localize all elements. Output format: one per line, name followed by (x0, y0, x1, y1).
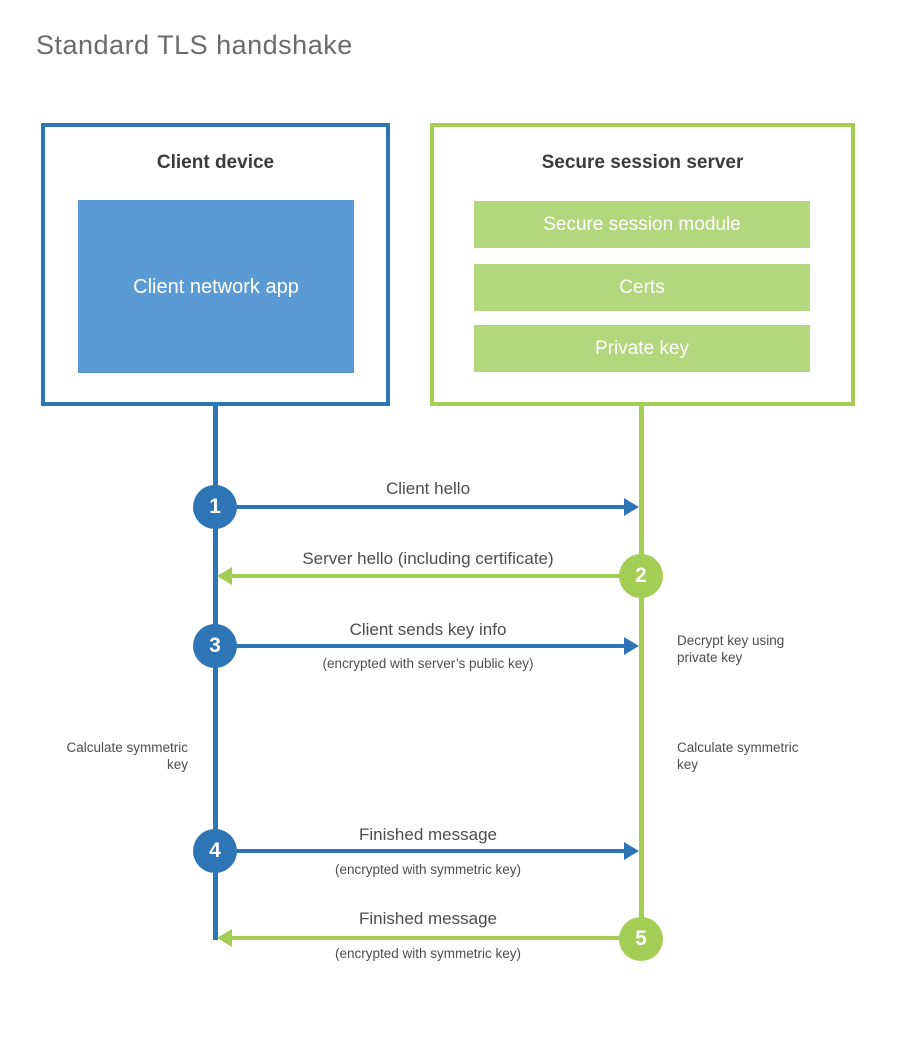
step-3-arrowhead-icon (624, 637, 639, 655)
step-4-arrow (215, 849, 624, 853)
page-title: Standard TLS handshake (36, 30, 353, 60)
client-lifeline (213, 405, 218, 940)
secure-session-server-title: Secure session server (541, 152, 744, 173)
step-4-label: Finished message (359, 825, 497, 844)
server-module-private-key: Private key (474, 325, 810, 372)
client-device-title: Client device (156, 152, 275, 173)
step-4-arrowhead-icon (624, 842, 639, 860)
step-circle-4: 4 (193, 829, 237, 873)
step-5-sublabel: (encrypted with symmetric key) (334, 946, 522, 961)
step-1-arrowhead-icon (624, 498, 639, 516)
step-5-label: Finished message (359, 909, 497, 928)
client-network-app-box: Client network app (78, 200, 354, 373)
calculate-symmetric-key-note-server: Calculate symmetric key (677, 740, 799, 773)
private-key-label: Private key (595, 337, 689, 359)
step-circle-1: 1 (193, 485, 237, 529)
step-2-arrow (232, 574, 641, 578)
step-5-arrowhead-icon (217, 929, 232, 947)
decrypt-key-note: Decrypt key using private key (677, 633, 785, 666)
client-network-app-label: Client network app (133, 275, 299, 298)
step-circle-5: 5 (619, 917, 663, 961)
step-3-label: Client sends key info (349, 620, 507, 639)
step-1-arrow (215, 505, 624, 509)
step-2-arrowhead-icon (217, 567, 232, 585)
server-lifeline (639, 405, 644, 942)
calculate-symmetric-key-note-client: Calculate symmetric key (66, 740, 188, 773)
step-5-arrow (232, 936, 641, 940)
step-3-sublabel: (encrypted with server’s public key) (322, 656, 534, 671)
step-2-label: Server hello (including certificate) (302, 549, 554, 568)
server-module-certs: Certs (474, 264, 810, 311)
step-1-label: Client hello (385, 479, 471, 498)
certs-label: Certs (619, 276, 665, 298)
step-3-arrow (215, 644, 624, 648)
server-module-secure-session-module: Secure session module (474, 201, 810, 248)
secure-session-module-label: Secure session module (543, 213, 741, 235)
step-circle-3: 3 (193, 624, 237, 668)
step-circle-2: 2 (619, 554, 663, 598)
step-4-sublabel: (encrypted with symmetric key) (334, 862, 522, 877)
